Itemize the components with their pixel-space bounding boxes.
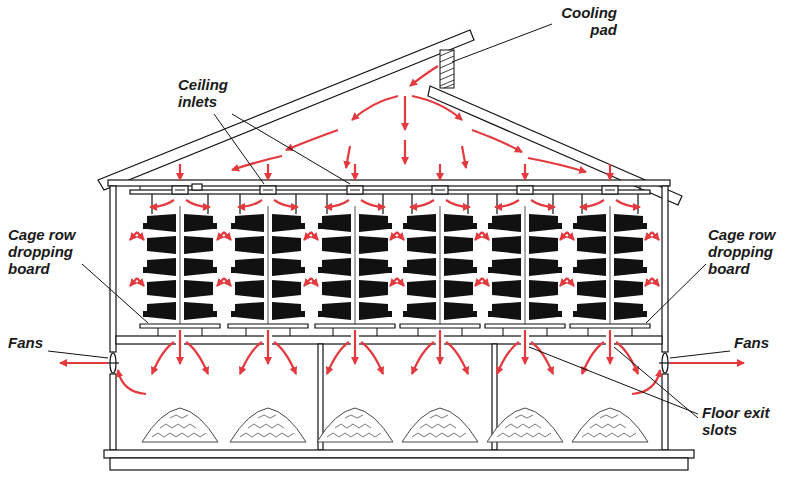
foundation [104,450,694,470]
walls [110,186,668,450]
callout-label: Cage row dropping board [708,226,796,277]
callout-label: Fans [8,334,58,351]
ceiling-inlets [150,164,640,207]
callout-label: Ceiling inlets [178,76,250,110]
callout-label: Cage row dropping board [8,226,98,277]
callout-label: Cooling pad [545,4,617,38]
ceiling-duct [130,184,650,194]
cage-rows [140,194,650,336]
manure-piles [142,408,648,442]
leader-lines [48,24,730,418]
cage-airflow [130,232,659,286]
attic-airflow [232,66,586,172]
left-roof [98,30,474,190]
callout-label: Floor exit slots [702,404,790,438]
fan [659,353,671,373]
right-roof [428,86,682,205]
callout-label: Fans [734,334,784,351]
slatted-floor [116,335,662,345]
fan [107,353,119,373]
posts [318,344,497,450]
cooling-pad [440,50,454,88]
fan-exhaust [60,363,744,394]
floor-airflow [152,330,638,374]
